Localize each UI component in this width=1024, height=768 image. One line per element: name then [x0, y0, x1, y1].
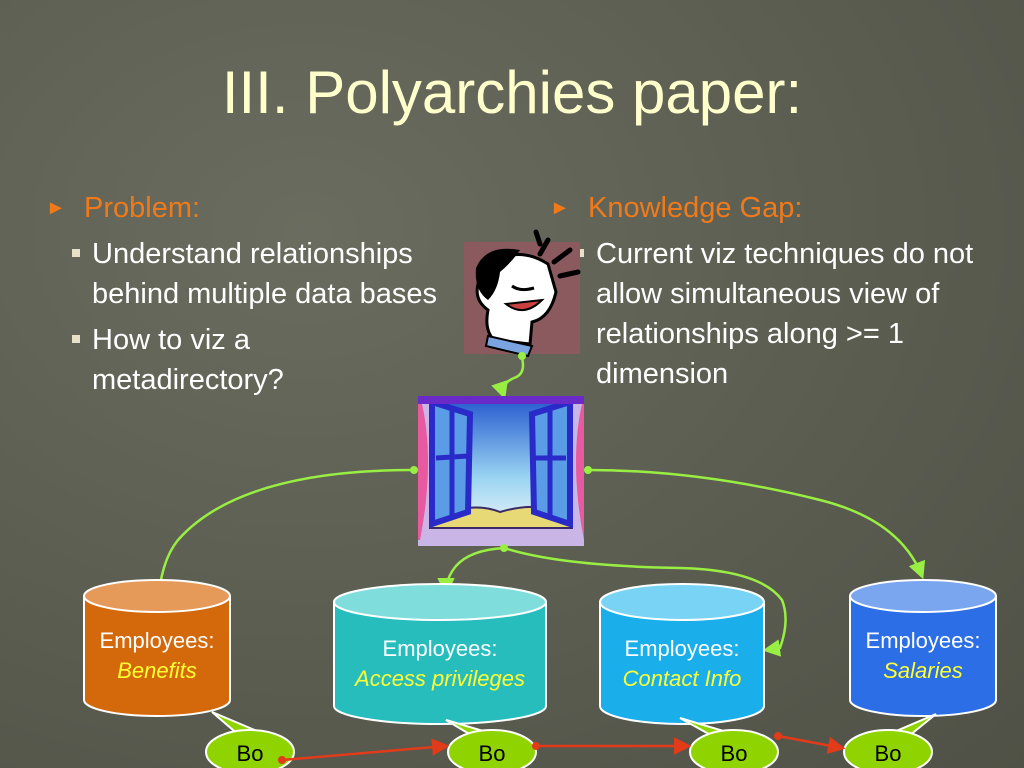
knowledge-gap-label: Knowledge Gap	[588, 192, 795, 224]
database-subtitle: Access privileges	[355, 666, 525, 691]
knowledge-gap-bullets: Current viz techniques do not allow simu…	[550, 234, 990, 394]
list-item: Current viz techniques do not allow simu…	[550, 234, 990, 394]
database-benefits-label: Employees: Benefits	[84, 626, 230, 686]
database-access-privileges	[333, 583, 547, 725]
database-contact-info	[599, 583, 765, 725]
slide-title: III. Polyarchies paper:	[221, 59, 803, 126]
bubble-label: Bo	[874, 741, 902, 766]
problem-heading: ► Problem:	[46, 188, 446, 228]
knowledge-gap-column: ► Knowledge Gap: Current viz techniques …	[550, 188, 990, 400]
database-subtitle: Contact Info	[622, 666, 742, 691]
database-title: Employees:	[99, 628, 215, 653]
connectors	[149, 466, 926, 657]
database-access-privileges-label: Employees: Access privileges	[334, 634, 546, 694]
problem-colon: :	[192, 192, 201, 224]
problem-column: ► Problem: Understand relationships behi…	[46, 188, 446, 406]
bubble-links	[278, 732, 846, 764]
bubble-label: Bo	[236, 741, 264, 766]
square-bullet-icon	[72, 249, 80, 257]
open-window-icon	[418, 396, 584, 546]
bullet-arrow-icon: ►	[550, 197, 570, 219]
database-subtitle: Salaries	[883, 658, 963, 683]
connector-dot	[518, 352, 526, 360]
database-title: Employees:	[865, 628, 981, 653]
bubble-label: Bo	[720, 741, 748, 766]
speech-bubbles	[205, 711, 937, 768]
problem-bullets: Understand relationships behind multiple…	[46, 234, 446, 400]
bullet-text: How to viz a metadirectory?	[92, 324, 284, 396]
cartoon-man-icon	[464, 229, 581, 358]
bullet-text: Current viz techniques do not allow simu…	[596, 238, 974, 390]
problem-label: Problem	[84, 192, 192, 224]
bubble-label: Bo	[478, 741, 506, 766]
database-title: Employees:	[624, 636, 740, 661]
database-salaries-label: Employees: Salaries	[850, 626, 996, 686]
database-salaries	[849, 579, 997, 717]
knowledge-gap-heading: ► Knowledge Gap:	[550, 188, 990, 228]
knowledge-gap-colon: :	[794, 192, 803, 224]
database-benefits	[83, 579, 231, 717]
list-item: Understand relationships behind multiple…	[46, 234, 446, 314]
square-bullet-icon	[72, 335, 80, 343]
connector-line	[491, 357, 525, 400]
list-item: How to viz a metadirectory?	[46, 320, 446, 400]
database-title: Employees:	[382, 636, 498, 661]
bullet-arrow-icon: ►	[46, 197, 66, 219]
database-subtitle: Benefits	[117, 658, 197, 683]
bullet-text: Understand relationships behind multiple…	[92, 238, 438, 310]
database-contact-info-label: Employees: Contact Info	[600, 634, 764, 694]
